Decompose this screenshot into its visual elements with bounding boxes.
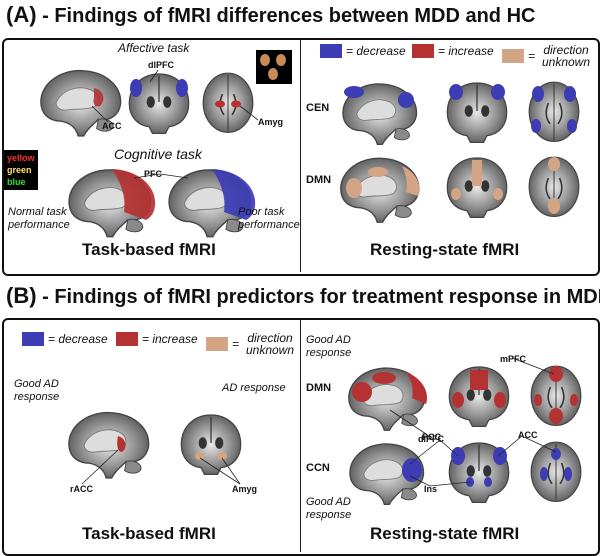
dlpfc-label: dlPFC [148,60,174,70]
legend-yellow: yellow [7,153,35,163]
pcc-label: PCC [422,432,442,442]
unknown-swatch [502,49,524,63]
key-increase-a: = increase [412,44,494,58]
cen-label: CEN [306,102,330,114]
key-unknown-eq: = [232,337,240,351]
cen-axial-brain [528,81,580,143]
section-a-letter: (A) [6,2,37,27]
key-increase-text: = increase [438,44,494,58]
face-icon [260,54,270,66]
cognitive-brain-normal [68,169,156,238]
task-based-fmri-a: Task-based fMRI [82,240,216,259]
good-ad-response-top: Good AD response [306,334,352,359]
poor-task-label: Poor task performance [238,206,300,231]
key-unknown-b: = direction unknown [206,332,297,356]
racc-label: rACC [70,484,94,494]
cognitive-brain-poor [168,169,256,238]
pfc-label: PFC [144,169,162,179]
key-unknown-a: = direction unknown [502,44,593,68]
dmn-coronal-brain-a [446,157,508,219]
task-sagittal-brain-b [68,411,150,479]
section-b-letter: (B) [6,283,37,308]
cen-coronal-brain [446,82,508,144]
panel-b-divider [300,320,301,552]
decrease-swatch [320,44,342,58]
dmn-sagittal-brain-a [340,157,420,223]
dmn-sagittal-brain-b [348,367,428,431]
resting-state-fmri-b: Resting-state fMRI [370,524,520,543]
dmn-label-a: DMN [306,174,332,186]
key-decrease-a: = decrease [320,44,406,58]
ccn-sagittal-brain [349,443,425,505]
amyg-label: Amyg [258,117,284,127]
task-coronal-brain-b [180,414,242,476]
color-legend-box: yellow green blue [4,150,38,190]
amyg-label-b: Amyg [232,484,258,494]
affective-task-label: Affective task [118,41,190,55]
resting-state-fmri-a: Resting-state fMRI [370,240,520,259]
face-stimulus-image [256,50,292,84]
affective-sagittal-brain [40,69,122,137]
decrease-swatch [22,332,44,346]
face-icon [276,54,286,66]
legend-green: green [7,165,32,175]
cen-sagittal-brain [342,83,418,146]
affective-axial-brain [202,72,254,134]
key-unknown-eq: = [528,49,536,63]
ccn-label: CCN [306,462,330,474]
acc-label: ACC [102,121,122,131]
good-ad-response-left: Good AD response [14,378,60,403]
good-ad-response-bottom: Good AD response [306,496,352,521]
dlpfc-label-b: dlPFC [418,434,444,444]
key-increase-b: = increase [116,332,198,346]
section-a-title: (A) - Findings of fMRI differences betwe… [6,2,535,28]
section-b-title: (B) - Findings of fMRI predictors for tr… [6,283,600,309]
task-based-fmri-b: Task-based fMRI [82,524,216,543]
ins-label: Ins [424,484,438,494]
affective-coronal-brain [128,73,190,135]
cognitive-task-label: Cognitive task [114,146,202,162]
mpfc-label: mPFC [500,354,527,364]
key-unknown-text: direction unknown [541,43,591,69]
key-decrease-text: = decrease [48,332,108,346]
section-b-heading: - Findings of fMRI predictors for treatm… [42,286,600,308]
section-a-heading: - Findings of fMRI differences between M… [42,5,536,27]
dmn-coronal-brain-b [448,366,510,428]
key-unknown-text: direction unknown [245,331,295,357]
ad-response-label: AD response [222,382,286,394]
increase-swatch [412,44,434,58]
key-decrease-b: = decrease [22,332,108,346]
key-increase-text: = increase [142,332,198,346]
normal-task-label: Normal task performance [8,206,70,231]
unknown-swatch [206,337,228,351]
dmn-label-b: DMN [306,382,332,394]
increase-swatch [116,332,138,346]
key-decrease-text: = decrease [346,44,406,58]
acc-label-b: ACC [518,430,538,440]
face-icon [268,68,278,80]
panel-a-divider [300,40,301,272]
dmn-axial-brain-b [530,365,582,427]
dmn-axial-brain-a [528,156,580,218]
legend-blue: blue [7,177,26,187]
